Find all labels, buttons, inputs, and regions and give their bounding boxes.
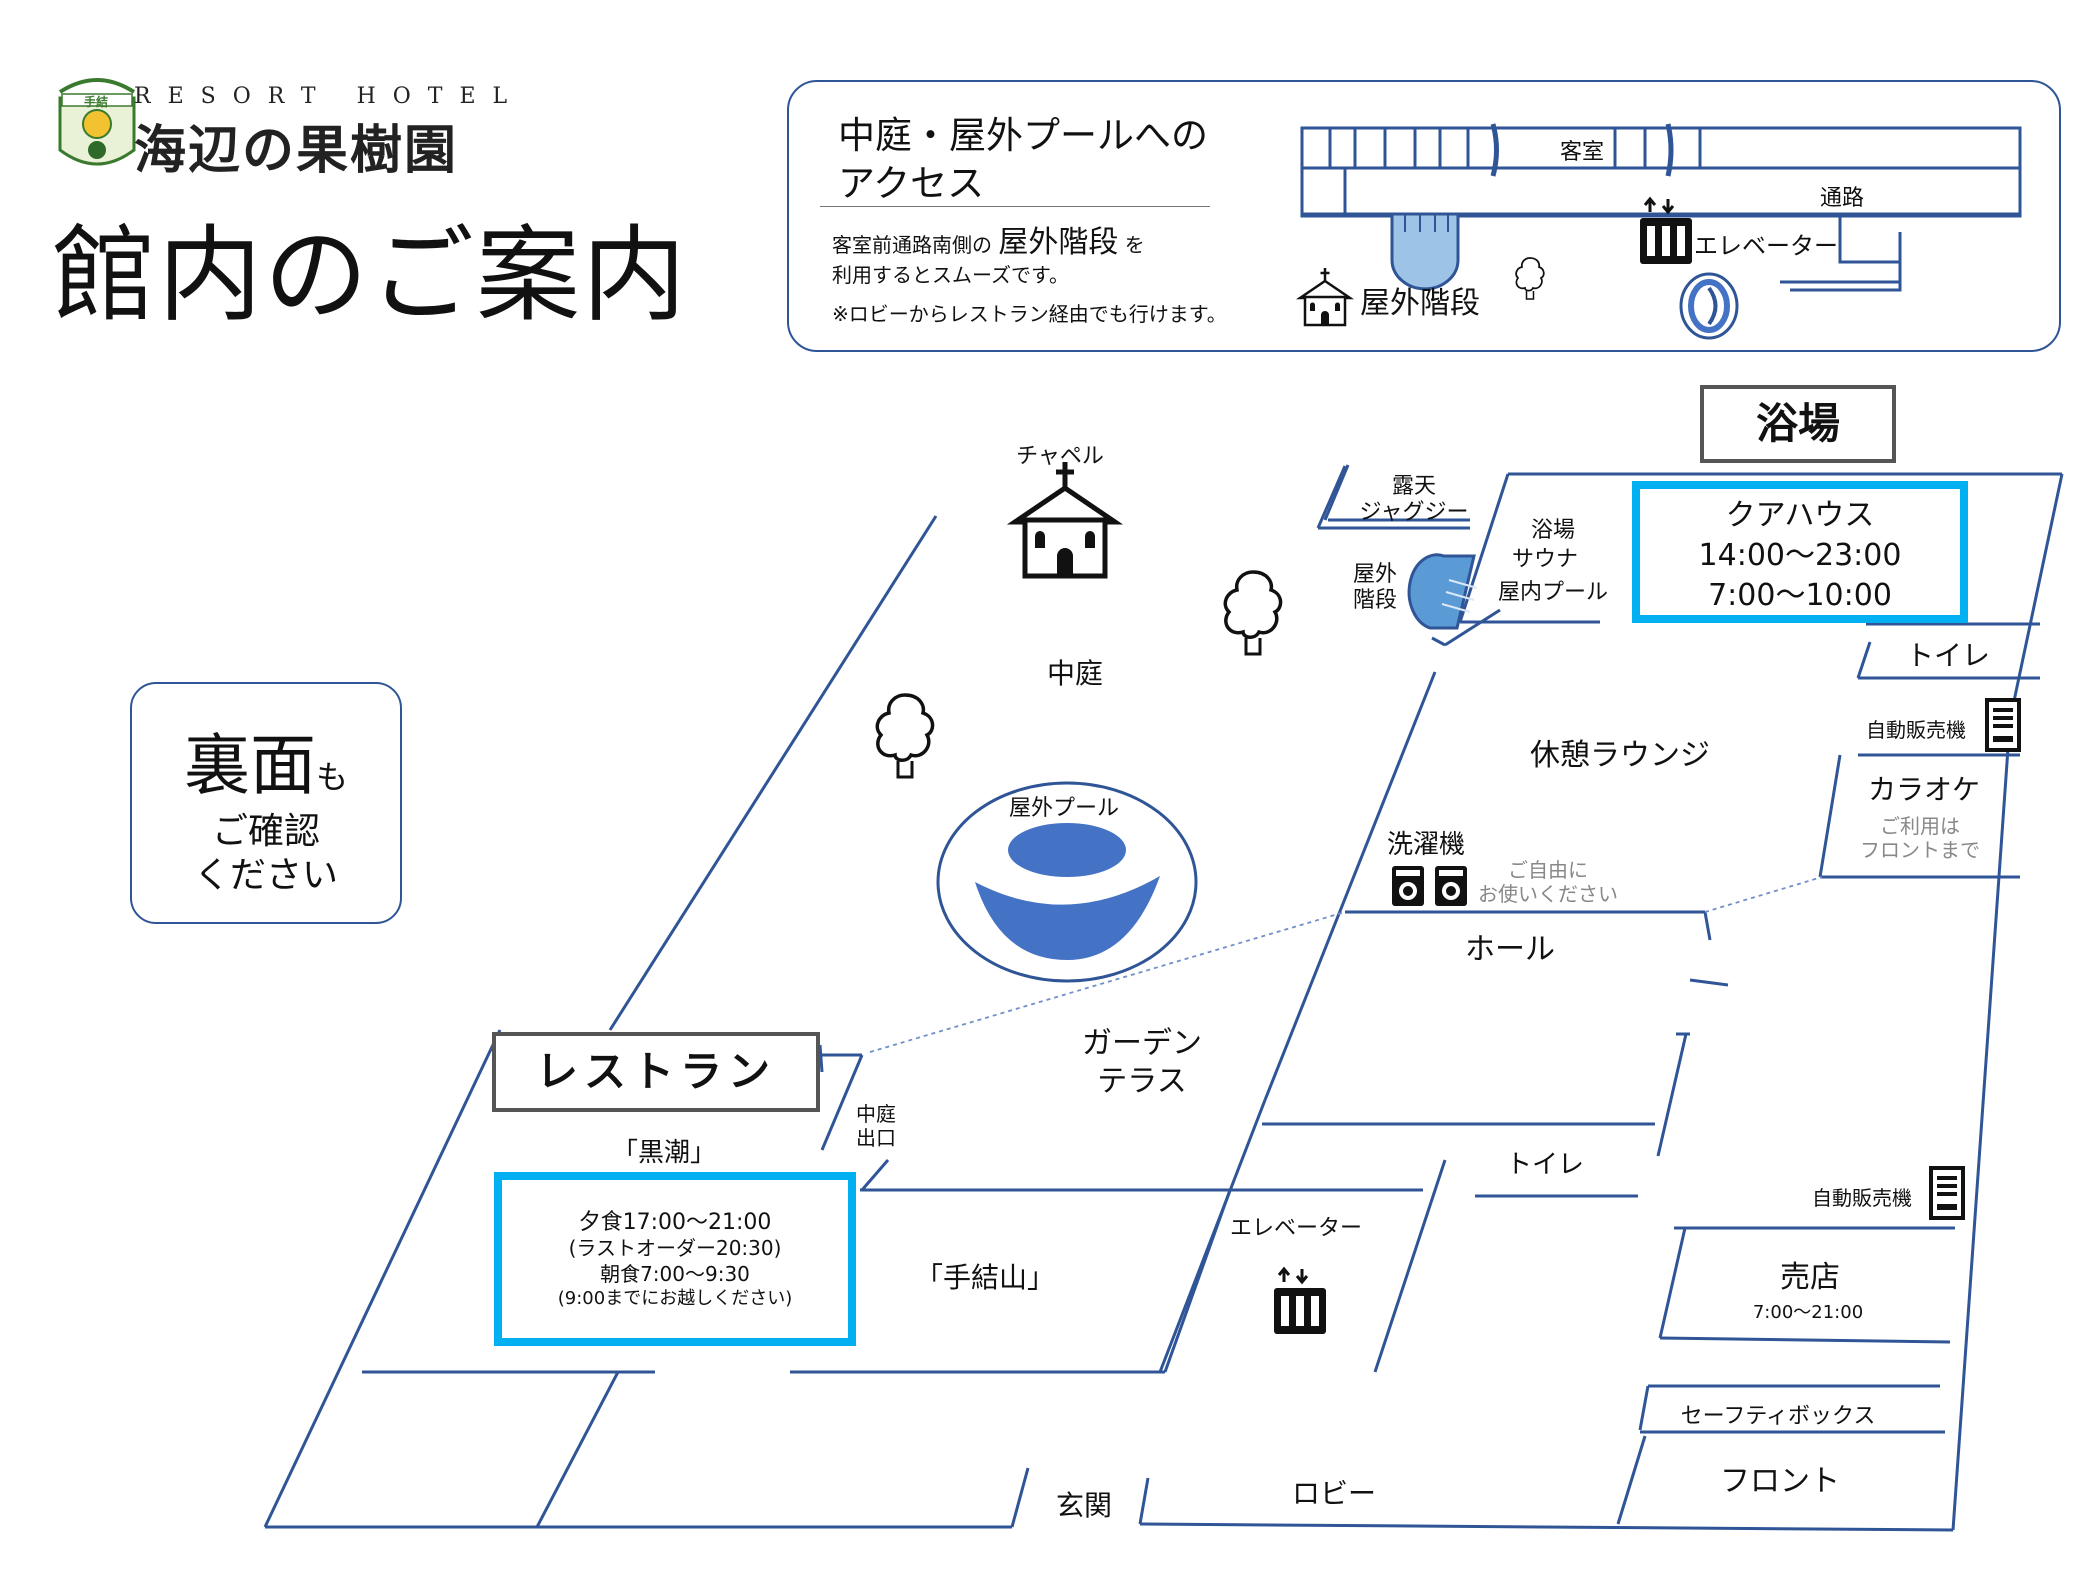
courtyard-label: 中庭	[1046, 657, 1104, 690]
facility-label-sauna: サウナ	[1511, 547, 1579, 572]
courtyard-exit-label-2: 出口	[856, 1126, 896, 1150]
access-info-box	[787, 80, 2061, 352]
access-desc-post: を	[1124, 233, 1145, 257]
back-note-line3: ください	[193, 855, 339, 896]
karaoke-note-2: フロントまで	[1860, 838, 1980, 862]
courtyard-exit-label-1: 中庭	[856, 1102, 896, 1126]
access-desc-line2: 利用するとスムーズです。	[832, 263, 1069, 287]
outdoor-stairs-icon	[1407, 553, 1478, 630]
garden-label-1: ガーデン	[1082, 1026, 1202, 1061]
vending-top-label: 自動販売機	[1866, 718, 1966, 742]
access-desc-highlight: 屋外階段	[998, 225, 1119, 260]
shop-hours: 7:00〜21:00	[1752, 1302, 1864, 1323]
toilet-mid-label: トイレ	[1505, 1150, 1585, 1180]
washing-machine-icon	[1435, 866, 1467, 906]
logo-emblem-icon	[58, 78, 136, 166]
back-note-small: も	[316, 758, 349, 796]
vending-machine-icon	[1929, 1166, 1965, 1220]
chapel-icon	[1015, 462, 1115, 576]
access-divider	[820, 206, 1210, 207]
restaurant-last-order: (ラストオーダー20:30)	[568, 1236, 782, 1260]
floor-plan-bath-area	[1316, 465, 1470, 530]
vending-bottom-label: 自動販売機	[1812, 1186, 1912, 1210]
restaurant-breakfast: 朝食7:00〜9:30	[600, 1262, 750, 1286]
elevator-label: エレベーター	[1229, 1216, 1363, 1241]
teyui-room-label: 「手結山」	[914, 1261, 1056, 1294]
mini-label-elevator: エレベーター	[1694, 232, 1838, 260]
stairs-label-1: 屋外	[1352, 562, 1398, 587]
karaoke-label: カラオケ	[1867, 773, 1981, 806]
restaurant-hours-box	[494, 1172, 856, 1346]
washing-machine-icon	[1392, 866, 1424, 906]
floor-plan-walls	[263, 464, 2064, 1532]
entrance-label: 玄関	[1055, 1489, 1113, 1522]
jacuzzi-label-2: ジャグジー	[1359, 500, 1469, 525]
restaurant-breakfast-note: (9:00までにお越しください)	[557, 1288, 793, 1309]
access-title: 中庭・屋外プールへのアクセス	[838, 114, 1208, 205]
access-mini-map	[1300, 126, 2022, 292]
vending-machine-icon	[1985, 698, 2021, 752]
shop-label: 売店	[1780, 1260, 1840, 1295]
facility-label-indoor-pool: 屋内プール	[1497, 580, 1609, 605]
floor-plan-dotted-links	[869, 876, 1823, 1053]
jacuzzi-label-1: 露天	[1391, 474, 1437, 499]
restaurant-header: レストラン	[492, 1032, 820, 1112]
front-desk-label: フロント	[1720, 1464, 1840, 1499]
bath-hours-pm: 14:00〜23:00	[1698, 538, 1902, 573]
restaurant-dinner: 夕食17:00〜21:00	[578, 1210, 772, 1235]
back-note-line2: ご確認	[211, 811, 321, 852]
logo-emblem-text: 手結	[84, 95, 109, 109]
facility-label-bath: 浴場	[1530, 518, 1576, 543]
mini-entrance-icon	[1679, 272, 1739, 340]
outdoor-pool-icon	[936, 781, 1198, 983]
tree-icon	[1223, 570, 1283, 656]
mini-label-corridor: 通路	[1819, 186, 1865, 211]
page-title: 館内のご案内	[52, 214, 689, 336]
stairs-label-2: 階段	[1352, 588, 1398, 613]
laundry-note-1: ご自由に	[1508, 858, 1588, 882]
access-desc-pre: 客室前通路南側の	[832, 233, 992, 257]
bath-header: 浴場	[1700, 385, 1896, 463]
mini-label-outdoor-stairs: 屋外階段	[1360, 286, 1480, 321]
chapel-label: チャペル	[1016, 444, 1104, 469]
logo-hotel-name: 海辺の果樹園	[134, 120, 459, 181]
restaurant-name: 「黒潮」	[611, 1138, 717, 1168]
safety-box-label: セーフティボックス	[1680, 1404, 1876, 1429]
tree-icon	[875, 693, 935, 779]
bath-hours-am: 7:00〜10:00	[1708, 578, 1892, 613]
bath-name: クアハウス	[1725, 498, 1875, 533]
mini-label-guest-room: 客室	[1559, 140, 1605, 165]
elevator-icon	[1272, 1267, 1328, 1336]
logo-resort-hotel: RESORT HOTEL	[134, 84, 525, 109]
lounge-label: 休憩ラウンジ	[1530, 738, 1710, 773]
back-note-line1: 裏面も	[184, 712, 348, 808]
outdoor-pool-label: 屋外プール	[1008, 796, 1120, 821]
karaoke-note-1: ご利用は	[1880, 814, 1960, 838]
access-description: 客室前通路南側の 屋外階段 を 利用するとスムーズです。	[832, 228, 1145, 290]
access-note: ※ロビーからレストラン経由でも行けます。	[832, 302, 1227, 326]
back-side-note	[130, 682, 402, 924]
bath-hours-box	[1632, 481, 1968, 623]
mini-stairs-icon	[1390, 212, 1460, 291]
toilet-top-label: トイレ	[1905, 639, 1991, 672]
back-note-big: 裏面	[184, 727, 316, 804]
laundry-note-2: お使いください	[1478, 882, 1618, 906]
garden-label-2: テラス	[1097, 1064, 1187, 1099]
lobby-label: ロビー	[1291, 1477, 1377, 1510]
mini-corridor-breaks	[1490, 123, 1674, 177]
hall-label: ホール	[1465, 932, 1555, 967]
laundry-label: 洗濯機	[1386, 830, 1466, 860]
